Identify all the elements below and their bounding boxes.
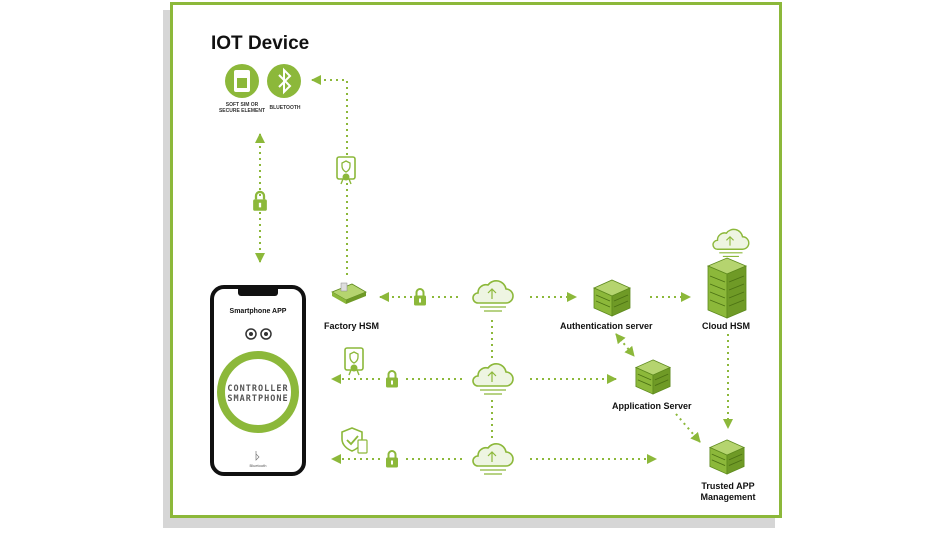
cloud-icon	[472, 362, 514, 395]
smartphone-app-label: Smartphone APP	[229, 308, 287, 315]
sim-card-icon	[225, 64, 259, 98]
certificate-icon	[336, 156, 356, 185]
smartphone	[210, 285, 306, 476]
cloud-icon	[472, 442, 514, 475]
trusted-app-management-label: Trusted APP Management	[700, 481, 756, 502]
lock-icon	[385, 369, 399, 388]
factory-hsm-icon	[331, 282, 367, 304]
cloud-hsm-server-icon	[706, 257, 748, 319]
certificate-icon	[344, 347, 364, 376]
lock-icon	[385, 449, 399, 468]
lock-icon	[413, 287, 427, 306]
authentication-server-label: Authentication server	[560, 321, 653, 331]
cloud-icon	[712, 228, 750, 258]
bluetooth-label: BLUETOOTH	[269, 105, 301, 111]
authentication-server-icon	[593, 279, 631, 317]
application-server-icon	[635, 359, 671, 395]
page-title: IOT Device	[211, 33, 310, 54]
cloud-hsm-label: Cloud HSM	[702, 321, 750, 331]
sim-label: SOFT SIM OR SECURE ELEMENT	[218, 102, 266, 114]
connector-lines	[255, 75, 733, 464]
phone-bluetooth-label: Bluetooth	[249, 463, 267, 468]
application-server-label: Application Server	[612, 401, 692, 411]
shield-check-icon	[341, 427, 368, 454]
bluetooth-icon	[267, 64, 301, 98]
cloud-icon	[472, 279, 514, 312]
controller-smartphone-label: CONTROLLER SMARTPHONE	[227, 384, 289, 404]
factory-hsm-label: Factory HSM	[324, 321, 380, 331]
trusted-app-server-icon	[709, 439, 745, 475]
